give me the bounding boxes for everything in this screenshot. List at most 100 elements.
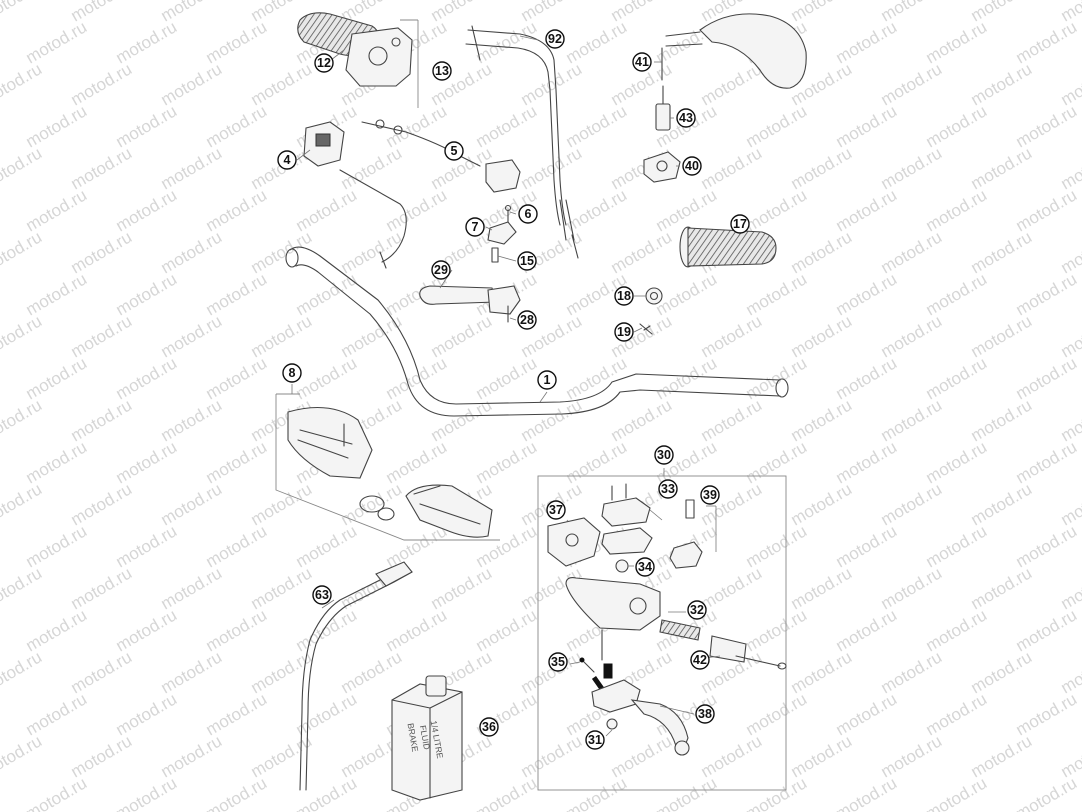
bottle-label-line-2: FLUID	[418, 725, 432, 751]
watermark-text: motod.ru	[788, 563, 856, 613]
watermark-text: motod.ru	[563, 773, 631, 812]
watermark-text: motod.ru	[968, 563, 1036, 613]
watermark-text: motod.ru	[923, 269, 991, 319]
part-15-screw	[491, 247, 499, 263]
watermark-text: motod.ru	[248, 731, 316, 781]
watermark-text: motod.ru	[68, 395, 136, 445]
watermark-text: motod.ru	[68, 731, 136, 781]
part-34-washer	[615, 559, 629, 573]
svg-text:13: 13	[435, 64, 449, 78]
watermark-text: motod.ru	[113, 605, 181, 655]
svg-text:15: 15	[520, 254, 534, 268]
part-18-plug	[645, 287, 663, 305]
watermark-text: motod.ru	[338, 311, 406, 361]
watermark-text: motod.ru	[518, 731, 586, 781]
svg-text:34: 34	[638, 560, 652, 574]
watermark-text: motod.ru	[473, 773, 541, 812]
watermark-text: motod.ru	[563, 353, 631, 403]
watermark-text: motod.ru	[338, 647, 406, 697]
watermark-text: motod.ru	[743, 437, 811, 487]
watermark-text: motod.ru	[68, 311, 136, 361]
watermark-text: motod.ru	[1013, 269, 1081, 319]
callout-13: 13	[432, 61, 452, 81]
part-31-nut	[606, 718, 618, 730]
watermark-text: motod.ru	[248, 479, 316, 529]
watermark-text: motod.ru	[923, 101, 991, 151]
watermark-text: motod.ru	[203, 185, 271, 235]
watermark-text: motod.ru	[1013, 17, 1081, 67]
watermark-text: motod.ru	[608, 227, 676, 277]
watermark-text: motod.ru	[878, 647, 946, 697]
callout-40: 40	[682, 156, 702, 176]
svg-text:8: 8	[289, 366, 296, 380]
watermark-text: motod.ru	[203, 605, 271, 655]
watermark-text: motod.ru	[608, 395, 676, 445]
part-8-handguard-group	[275, 393, 500, 541]
watermark-text: motod.ru	[68, 647, 136, 697]
callout-28: 28	[517, 310, 537, 330]
watermark-text: motod.ru	[23, 437, 91, 487]
watermark-text: motod.ru	[383, 605, 451, 655]
watermark-text: motod.ru	[653, 269, 721, 319]
svg-text:41: 41	[635, 55, 649, 69]
watermark-text: motod.ru	[1013, 353, 1081, 403]
callout-43: 43	[676, 108, 696, 128]
callout-5: 5	[444, 141, 464, 161]
watermark-text: motod.ru	[743, 773, 811, 812]
watermark-text: motod.ru	[0, 59, 45, 109]
watermark-text: motod.ru	[293, 269, 361, 319]
callout-15: 15	[517, 251, 537, 271]
part-7-clamp	[487, 221, 517, 245]
svg-text:4: 4	[284, 153, 291, 167]
watermark-text: motod.ru	[203, 17, 271, 67]
watermark-text: motod.ru	[113, 101, 181, 151]
part-39-clamp-bolts	[669, 499, 717, 569]
watermark-text: motod.ru	[788, 143, 856, 193]
part-13-switch-housing	[345, 19, 419, 108]
svg-text:92: 92	[548, 32, 562, 46]
callout-29: 29	[431, 260, 451, 280]
part-92-throttle-cables	[465, 25, 579, 259]
watermark-text: motod.ru	[923, 17, 991, 67]
watermark-text: motod.ru	[923, 689, 991, 739]
watermark-text: motod.ru	[0, 0, 45, 25]
watermark-text: motod.ru	[743, 605, 811, 655]
watermark-text: motod.ru	[158, 563, 226, 613]
watermark-text: motod.ru	[383, 185, 451, 235]
watermark-text: motod.ru	[833, 17, 901, 67]
watermark-text: motod.ru	[833, 605, 901, 655]
svg-text:7: 7	[472, 220, 479, 234]
callout-38: 38	[695, 704, 715, 724]
leader-lines	[291, 35, 721, 737]
watermark-text: motod.ru	[968, 731, 1036, 781]
callout-30: 30	[654, 445, 674, 465]
watermark-text: motod.ru	[113, 689, 181, 739]
callout-34: 34	[635, 557, 655, 577]
svg-text:39: 39	[703, 488, 717, 502]
watermark-text: motod.ru	[473, 605, 541, 655]
callout-19: 19	[614, 322, 634, 342]
part-1-handlebar	[285, 246, 789, 417]
callout-31: 31	[585, 730, 605, 750]
watermark-text: motod.ru	[923, 773, 991, 812]
callout-37: 37	[546, 500, 566, 520]
part-36-brake-fluid-bottle	[391, 675, 463, 801]
watermark-text: motod.ru	[968, 395, 1036, 445]
callout-36: 36	[479, 717, 499, 737]
watermark-text: motod.ru	[113, 773, 181, 812]
watermark-text: motod.ru	[1013, 773, 1081, 812]
part-42-piston	[735, 655, 787, 670]
watermark-text: motod.ru	[383, 101, 451, 151]
watermark-text: motod.ru	[743, 269, 811, 319]
bottle-label-line-1: BRAKE	[406, 722, 421, 752]
watermark-text: motod.ru	[23, 605, 91, 655]
watermark-text: motod.ru	[878, 311, 946, 361]
watermark-text: motod.ru	[878, 563, 946, 613]
watermark-text: motod.ru	[968, 143, 1036, 193]
watermark-text: motod.ru	[158, 143, 226, 193]
callout-7: 7	[465, 217, 485, 237]
watermark-text: motod.ru	[68, 563, 136, 613]
watermark-text: motod.ru	[383, 353, 451, 403]
watermark-text: motod.ru	[68, 143, 136, 193]
watermark-text: motod.ru	[23, 185, 91, 235]
